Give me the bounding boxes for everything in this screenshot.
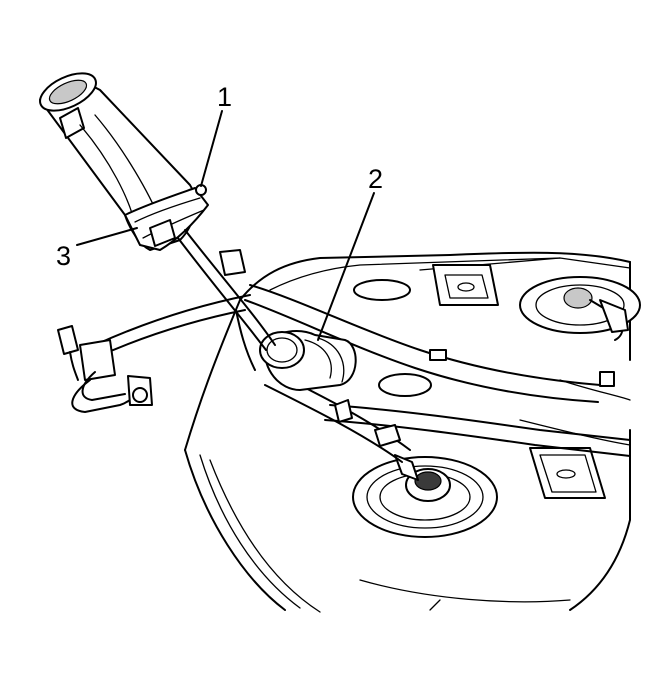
leader-line-3 bbox=[76, 227, 138, 246]
leader-lines bbox=[76, 110, 375, 341]
tank-mount-pads bbox=[432, 264, 606, 499]
leader-line-1 bbox=[200, 110, 223, 187]
fuel-lines bbox=[244, 284, 631, 463]
callout-3-label: 3 bbox=[56, 241, 71, 271]
filler-flange bbox=[259, 330, 357, 391]
front-fuel-module bbox=[352, 454, 498, 538]
tank-openings bbox=[353, 279, 432, 397]
special-tool bbox=[39, 72, 276, 351]
callout-2-label: 2 bbox=[368, 164, 383, 194]
rear-fuel-module bbox=[519, 276, 641, 341]
left-connectors bbox=[57, 249, 256, 413]
callout-1-label: 1 bbox=[217, 82, 232, 112]
leader-line-2 bbox=[317, 192, 375, 341]
